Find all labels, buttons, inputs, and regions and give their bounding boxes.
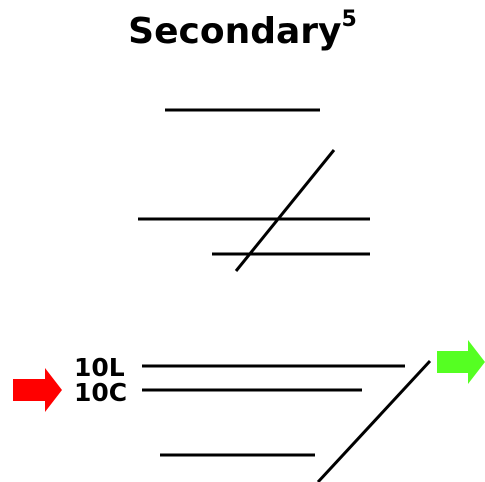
crossing-runway-lower bbox=[316, 359, 432, 482]
departure-arrow-icon bbox=[437, 340, 485, 384]
crossing-runway-upper bbox=[234, 149, 336, 272]
runway-label-10l: 10L bbox=[74, 353, 125, 382]
upper-runway-group bbox=[138, 108, 370, 272]
page-title: Secondary5 bbox=[0, 7, 485, 54]
arrival-arrow-icon bbox=[13, 368, 62, 412]
title-text: Secondary bbox=[128, 11, 342, 52]
lower-runway-group: 10L 10C bbox=[74, 353, 432, 482]
title-footnote-marker: 5 bbox=[341, 7, 357, 32]
runway-label-10c: 10C bbox=[74, 378, 127, 407]
